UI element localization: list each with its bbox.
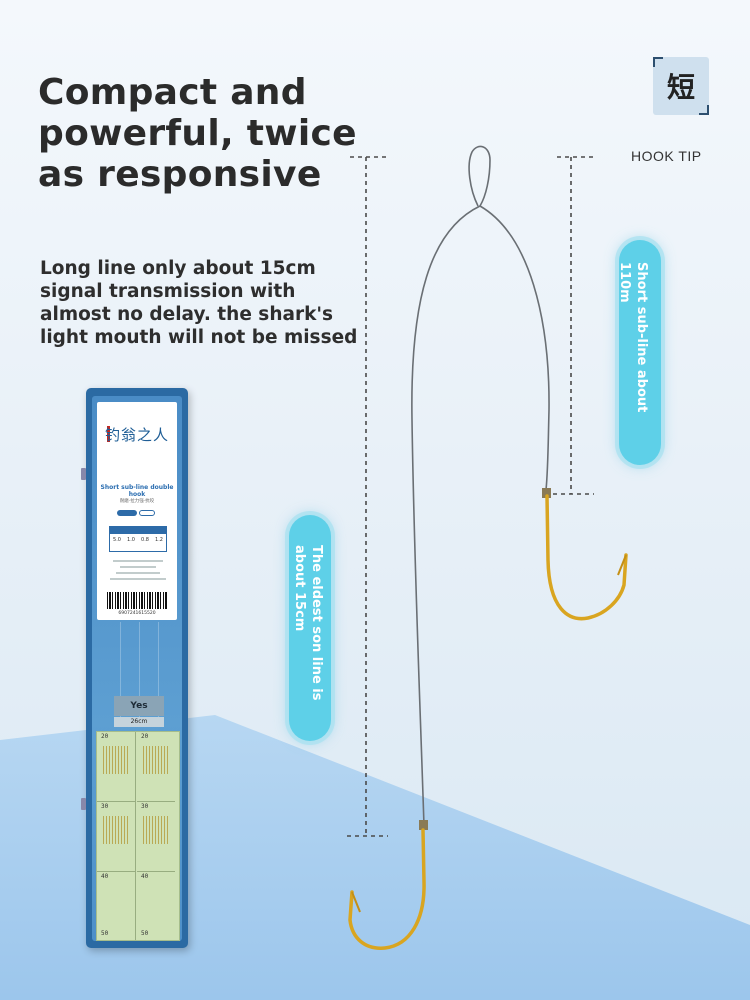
spec-table-row: 5.0 1.0 0.8 1.2 xyxy=(110,537,166,543)
spec-table: 5.0 1.0 0.8 1.2 xyxy=(109,526,167,552)
barcode xyxy=(107,592,167,609)
hooks-bundle xyxy=(103,746,129,774)
product-title: Short sub-line double hook xyxy=(100,484,174,498)
spec-table-header xyxy=(110,527,166,534)
box-hinge xyxy=(81,798,86,810)
hooks-bundle xyxy=(103,816,129,844)
hook-short-barb xyxy=(617,554,627,576)
hook-short xyxy=(545,494,628,621)
feature-chip xyxy=(139,510,155,516)
tray-number: 20 xyxy=(141,733,149,740)
manufacturer-info xyxy=(109,560,167,584)
headline: Compact and powerful, twice as responsiv… xyxy=(38,72,357,195)
spec-value: 5.0 xyxy=(113,537,121,543)
tray-number: 20 xyxy=(101,733,109,740)
tray-number: 40 xyxy=(141,873,149,880)
hooks-bundle xyxy=(143,746,169,774)
fishing-line xyxy=(411,145,550,827)
long-line-label: The eldest son line is about 15cm xyxy=(292,545,324,701)
tray-number: 40 xyxy=(101,873,109,880)
tag-yes: Yes xyxy=(114,696,164,716)
tray-number: 30 xyxy=(101,803,109,810)
description-text: Long line only about 15cm signal transmi… xyxy=(40,258,358,348)
hook-long-barb xyxy=(351,891,361,913)
tray-number: 30 xyxy=(141,803,149,810)
spec-value: 0.8 xyxy=(141,537,149,543)
product-card: 钓翁之人 Short sub-line double hook 耐磨·拉力强·抗… xyxy=(97,402,177,620)
feature-chips xyxy=(117,510,155,516)
tray-column-left: 20 30 40 50 xyxy=(97,732,136,940)
short-sub-line-pill: Short sub-line about 110m xyxy=(617,240,661,465)
short-sub-line-label: Short sub-line about 110m xyxy=(617,262,649,413)
knot-connector-short xyxy=(542,488,551,498)
tray-number: 50 xyxy=(101,930,109,937)
brand-mark xyxy=(107,426,110,442)
barcode-number: 6907241615520 xyxy=(118,611,156,616)
box-window: 钓翁之人 Short sub-line double hook 耐磨·拉力强·抗… xyxy=(92,396,182,941)
hook-tip-label: HOOK TIP xyxy=(631,148,702,164)
measure-guides xyxy=(347,156,597,837)
seal-stamp: 短 xyxy=(653,57,709,115)
box-hinge xyxy=(81,468,86,480)
tag-length: 26cm xyxy=(114,717,164,727)
product-subtitle: 耐磨·拉力强·抗咬 xyxy=(119,499,155,504)
spec-value: 1.2 xyxy=(155,537,163,543)
brand-logo: 钓翁之人 xyxy=(104,426,169,444)
spec-value: 1.0 xyxy=(127,537,135,543)
hook-long xyxy=(348,828,426,950)
hook-tray: 20 30 40 50 20 30 40 50 xyxy=(96,731,180,941)
long-line-pill: The eldest son line is about 15cm xyxy=(289,515,331,741)
hooks-bundle xyxy=(143,816,169,844)
tray-number: 50 xyxy=(141,930,149,937)
feature-chip xyxy=(117,510,137,516)
tray-column-right: 20 30 40 50 xyxy=(137,732,175,940)
knot-connector-long xyxy=(419,820,428,830)
product-box: 钓翁之人 Short sub-line double hook 耐磨·拉力强·抗… xyxy=(81,388,188,948)
